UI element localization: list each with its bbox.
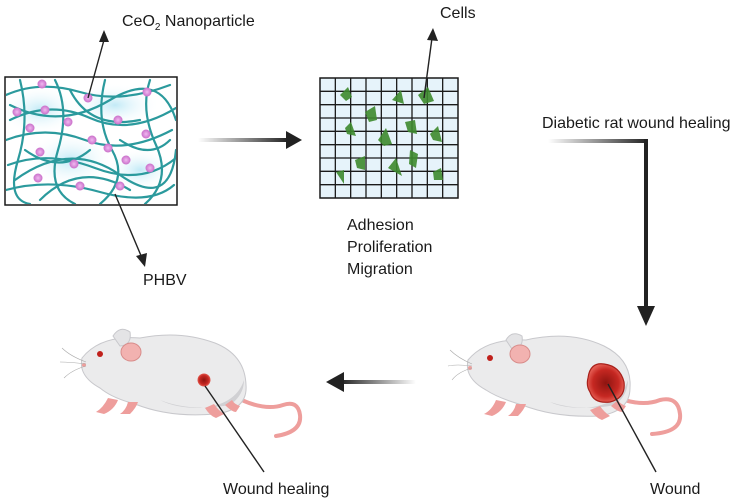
arrow-to-diabetic-rat [548,139,655,326]
wound-label: Wound [650,481,701,498]
wound-healing-pointer [204,385,265,473]
phbv-arrowhead [136,253,147,267]
ceo2-nanoparticle-label: CeO2 Nanoparticle [122,13,255,34]
cells-arrowhead [427,28,438,41]
phbv-scaffold [4,76,178,206]
proliferation-label: Proliferation [347,239,433,256]
cells-label: Cells [440,5,476,22]
healed-rat [59,328,303,438]
migration-label: Migration [347,261,413,278]
nanoparticle-pointer [87,39,105,99]
wound-healing-label: Wound healing [223,481,330,498]
wound-pointer [607,383,657,473]
cell-culture-grid [319,77,459,199]
arrow-scaffold-to-cells [198,131,302,149]
diabetic-rat-label: Diabetic rat wound healing [542,115,731,132]
adhesion-label: Adhesion [347,217,414,234]
open-wound-mark [586,363,625,403]
grid-lines [320,78,458,198]
phbv-pointer [114,193,143,259]
cells [336,87,443,184]
healed-wound-mark [197,373,211,387]
cells-pointer [423,37,433,99]
phbv-label: PHBV [143,272,187,289]
nanoparticle-arrowhead [99,30,109,42]
ceo2-nanoparticles [12,79,155,191]
wounded-rat [447,333,683,436]
arrow-wound-to-healed [326,372,416,392]
cell-behaviors-list: Adhesion Proliferation Migration [347,215,432,281]
